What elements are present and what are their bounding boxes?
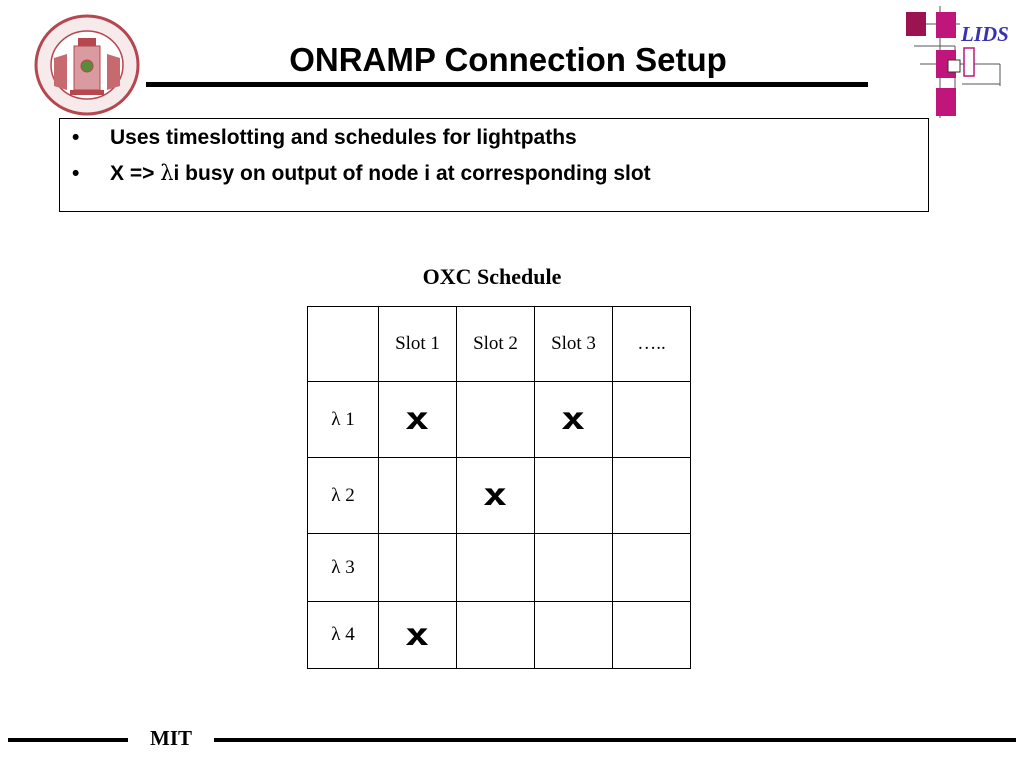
table-row: λ 1 x x: [307, 381, 691, 458]
schedule-title: OXC Schedule: [422, 264, 562, 289]
schedule-cell: x: [378, 601, 457, 669]
lambda-symbol: λ: [160, 161, 174, 185]
bullet-text: Uses timeslotting and schedules for ligh…: [110, 126, 577, 149]
bullet-dot-icon: •: [72, 126, 80, 149]
schedule-cell: [612, 457, 691, 534]
busy-mark: x: [483, 478, 508, 513]
schedule-cell: [456, 381, 535, 458]
schedule-cell: x: [534, 381, 613, 458]
title-underline: [146, 82, 868, 87]
schedule-cell: [612, 601, 691, 669]
schedule-cell: [612, 533, 691, 602]
lids-network-icon: [906, 6, 1001, 118]
footer-rule-left: [8, 738, 128, 742]
schedule-cell: [612, 381, 691, 458]
row-label: λ 1: [307, 381, 379, 458]
oxc-schedule-table: Slot 1 Slot 2 Slot 3 ….. λ 1 x x λ 2 x λ…: [307, 306, 691, 669]
corner-cell: [307, 306, 379, 382]
table-header-row: Slot 1 Slot 2 Slot 3 …..: [307, 306, 691, 382]
schedule-cell: x: [378, 381, 457, 458]
column-header: Slot 2: [456, 306, 535, 382]
table-row: λ 2 x: [307, 457, 691, 534]
column-header: Slot 3: [534, 306, 613, 382]
schedule-cell: x: [456, 457, 535, 534]
busy-mark: x: [405, 617, 430, 653]
bullet-prefix: X =>: [110, 162, 161, 185]
row-label: λ 2: [307, 457, 379, 534]
schedule-cell: [534, 601, 613, 669]
schedule-cell: [378, 533, 457, 602]
schedule-cell: [534, 533, 613, 602]
busy-mark: x: [405, 402, 430, 437]
bullet-item: • Uses timeslotting and schedules for lig…: [72, 125, 577, 151]
schedule-cell: [378, 457, 457, 534]
schedule-cell: [456, 601, 535, 669]
footer-rule-right: [214, 738, 1016, 742]
lids-logo-text: LIDS: [961, 22, 1009, 46]
column-header: Slot 1: [378, 306, 457, 382]
column-header: …..: [612, 306, 691, 382]
table-row: λ 4 x: [307, 601, 691, 669]
row-label: λ 4: [307, 601, 379, 669]
bullet-dot-icon: •: [72, 162, 80, 185]
bullet-item: • X => λi busy on output of node i at cor…: [72, 160, 651, 187]
bullet-box: • Uses timeslotting and schedules for lig…: [59, 118, 929, 212]
mit-seal-icon: [34, 14, 140, 116]
busy-mark: x: [561, 402, 586, 437]
table-row: λ 3: [307, 533, 691, 602]
schedule-cell: [456, 533, 535, 602]
bullet-text: i busy on output of node i at correspond…: [173, 162, 651, 185]
row-label: λ 3: [307, 533, 379, 602]
footer-text: MIT: [150, 726, 192, 750]
page-title: ONRAMP Connection Setup: [289, 41, 727, 78]
schedule-cell: [534, 457, 613, 534]
